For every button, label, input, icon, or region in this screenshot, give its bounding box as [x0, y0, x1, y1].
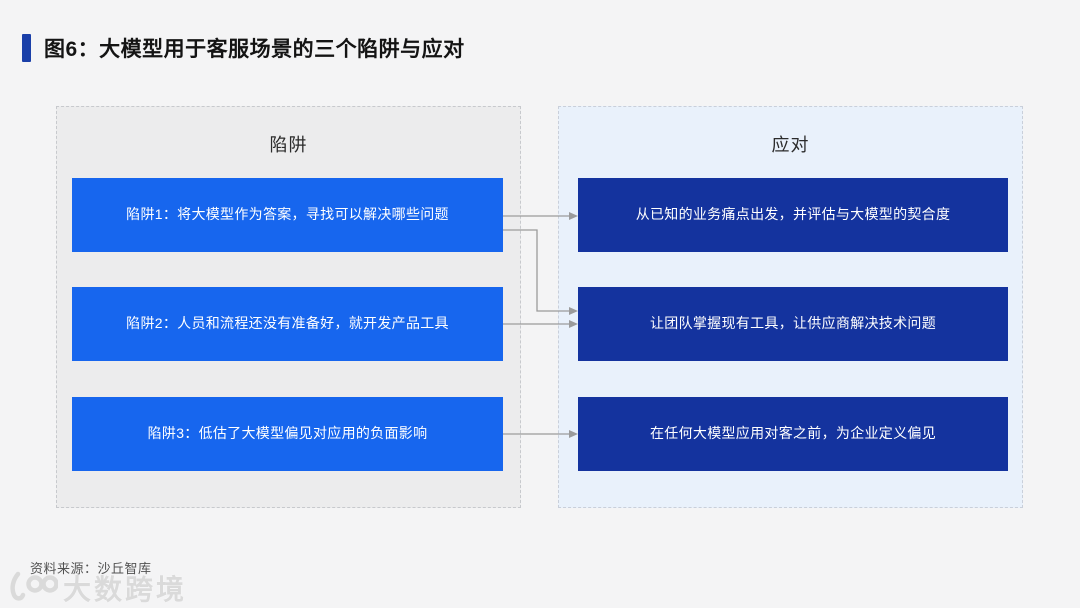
pitfall-box-2: 陷阱2：人员和流程还没有准备好，就开发产品工具	[72, 287, 503, 361]
response-box-3-label: 在任何大模型应用对客之前，为企业定义偏见	[650, 425, 936, 442]
response-box-2-label: 让团队掌握现有工具，让供应商解决技术问题	[650, 315, 936, 332]
figure-title: 图6：大模型用于客服场景的三个陷阱与应对	[44, 38, 465, 61]
pitfall-box-3-label: 陷阱3：低估了大模型偏见对应用的负面影响	[147, 425, 428, 442]
responses-panel-header: 应对	[771, 135, 810, 155]
pitfall-box-2-label: 陷阱2：人员和流程还没有准备好，就开发产品工具	[126, 315, 449, 332]
pitfall-box-1-label: 陷阱1：将大模型作为答案，寻找可以解决哪些问题	[126, 206, 449, 223]
figure-title-row: 图6：大模型用于客服场景的三个陷阱与应对	[22, 33, 465, 63]
response-box-2: 让团队掌握现有工具，让供应商解决技术问题	[578, 287, 1008, 361]
pitfalls-panel-header: 陷阱	[269, 135, 308, 155]
response-box-1-label: 从已知的业务痛点出发，并评估与大模型的契合度	[635, 206, 951, 223]
watermark: 大数跨境	[8, 568, 187, 608]
pitfall-box-1: 陷阱1：将大模型作为答案，寻找可以解决哪些问题	[72, 178, 503, 252]
pitfall-box-3: 陷阱3：低估了大模型偏见对应用的负面影响	[72, 397, 503, 471]
title-accent-bar	[22, 34, 31, 62]
source-note: 资料来源：沙丘智库	[30, 561, 152, 576]
response-box-3: 在任何大模型应用对客之前，为企业定义偏见	[578, 397, 1008, 471]
watermark-text: 大数跨境	[63, 574, 188, 605]
dashukuajing-logo-icon	[10, 571, 58, 601]
response-box-1: 从已知的业务痛点出发，并评估与大模型的契合度	[578, 178, 1008, 252]
